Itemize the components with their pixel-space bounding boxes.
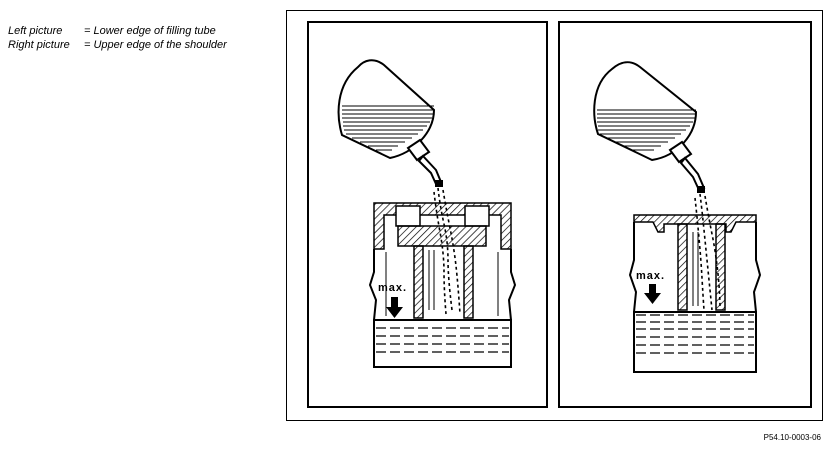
figure-code: P54.10-0003-06 <box>763 433 821 442</box>
illustration-svg: max. <box>286 10 823 421</box>
left-max-label: max. <box>378 282 407 294</box>
right-panel: max. <box>558 21 812 408</box>
legend-term-left: Left picture <box>8 25 63 37</box>
left-oil-reservoir <box>373 319 512 368</box>
legend-definition-right: = Upper edge of the shoulder <box>84 39 227 51</box>
right-housing-walls <box>628 222 762 313</box>
left-housing-walls <box>368 249 517 321</box>
right-oil-bottle <box>593 61 706 193</box>
legend-row-right: Right picture = Upper edge of the should… <box>8 38 227 52</box>
left-max-arrow-icon <box>386 297 403 318</box>
left-filler-neck <box>373 202 512 319</box>
illustration-frame: max. <box>286 10 823 421</box>
right-max-arrow-icon <box>644 284 661 304</box>
right-max-label: max. <box>636 270 665 282</box>
legend-definition-left: = Lower edge of filling tube <box>84 25 216 37</box>
right-filler-neck <box>633 214 757 311</box>
legend: Left picture = Lower edge of filling tub… <box>8 24 227 52</box>
left-panel: max. <box>307 21 548 408</box>
legend-row-left: Left picture = Lower edge of filling tub… <box>8 24 227 38</box>
left-oil-bottle <box>337 59 443 187</box>
right-oil-reservoir <box>633 311 757 373</box>
legend-term-right: Right picture <box>8 39 70 51</box>
